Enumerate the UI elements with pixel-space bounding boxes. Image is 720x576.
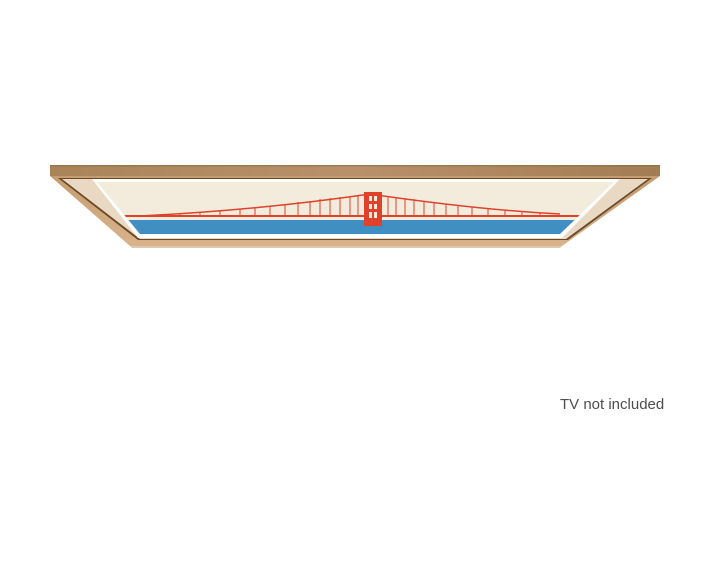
artwork [97, 182, 614, 234]
bridge-tower [364, 192, 382, 226]
caption-tv-not-included: TV not included [560, 396, 665, 413]
frame-top-edge [50, 165, 660, 176]
